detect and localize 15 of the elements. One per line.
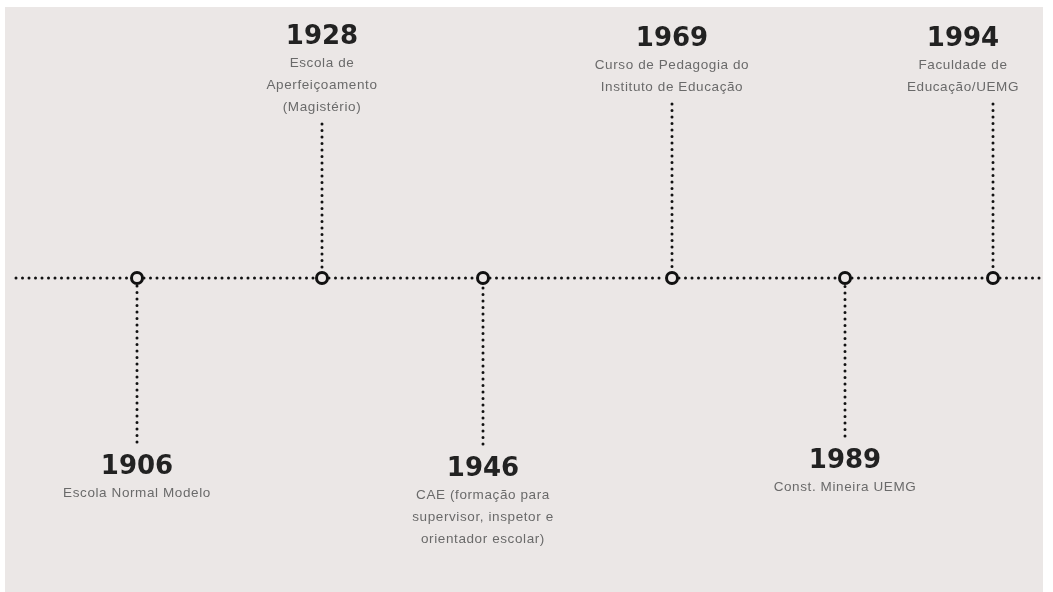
dotted-connector — [135, 283, 139, 444]
year-label: 1946 — [446, 451, 520, 484]
event-description: Escola Normal Modelo — [63, 484, 211, 502]
event-description: Curso de Pedagogia do Instituto de Educação — [593, 56, 751, 96]
event-description: CAE (formação para supervisor, inspetor e orientador escolar) — [411, 486, 555, 548]
event-description: Faculdade de Educação/UEMG — [905, 56, 1021, 96]
year-label: 1989 — [808, 443, 882, 476]
year-label: 1906 — [100, 449, 174, 482]
year-label: 1994 — [926, 21, 1000, 54]
year-label: 1969 — [635, 21, 709, 54]
dotted-connector — [142, 276, 317, 280]
event-description: Const. Mineira UEMG — [773, 478, 917, 496]
event-description: Escola de Aperfeiçoamento (Magistério) — [265, 54, 379, 116]
year-label: 1928 — [285, 19, 359, 52]
dotted-connector — [843, 283, 847, 438]
